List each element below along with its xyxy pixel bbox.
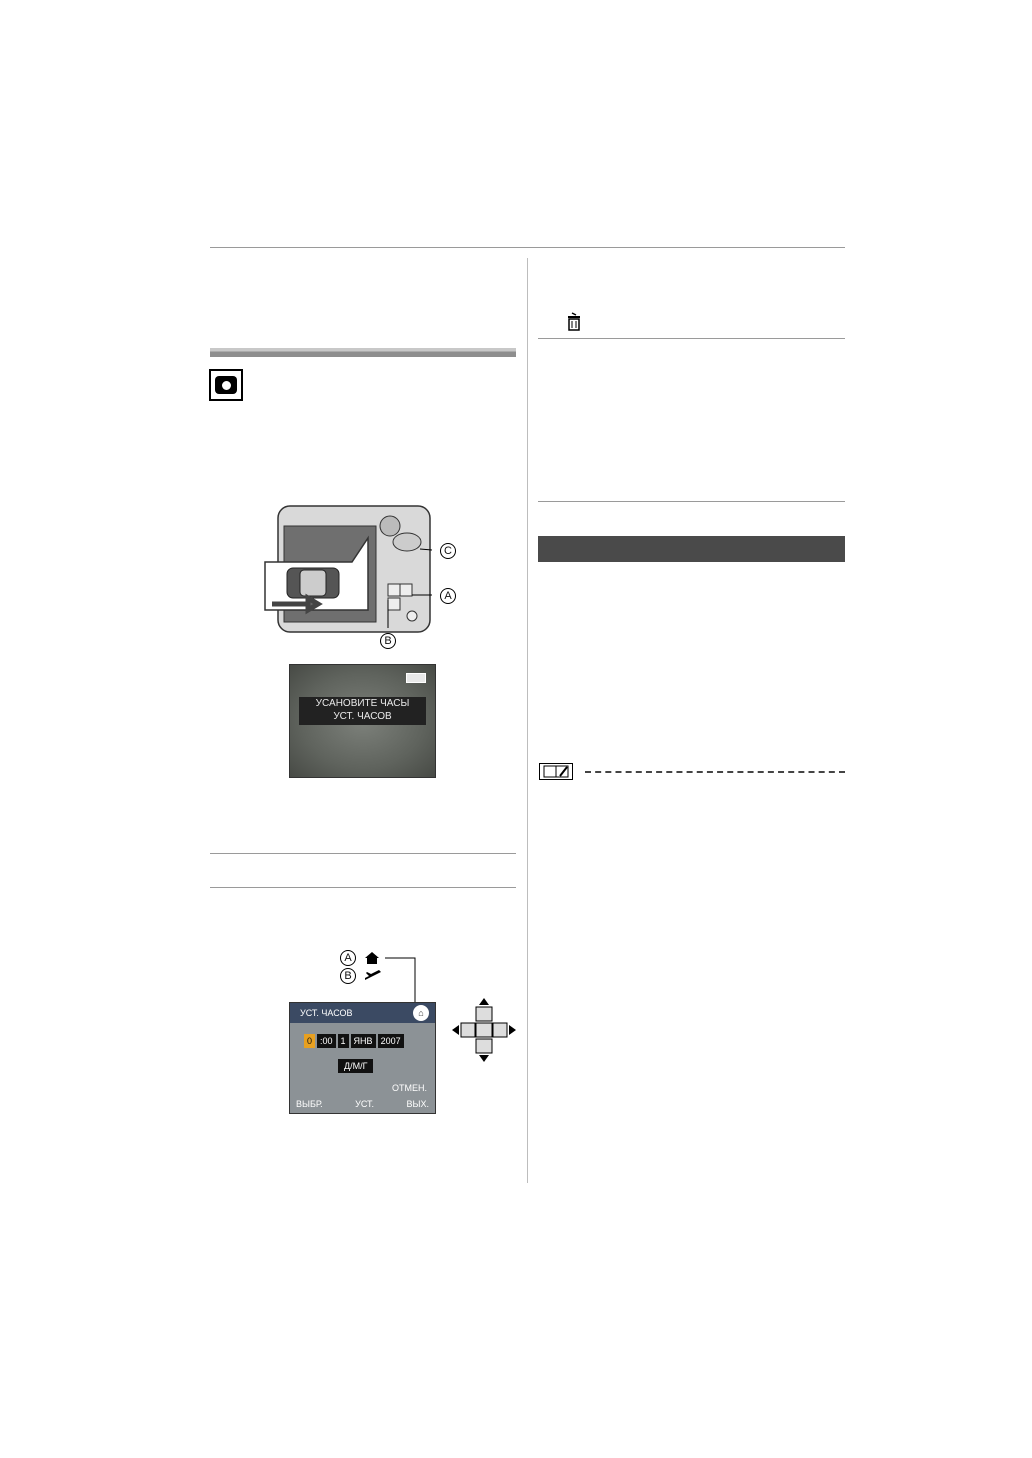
- battery-icon: [406, 673, 426, 683]
- exit-label: ВЫХ.: [406, 1099, 429, 1109]
- rule-left-2: [210, 887, 516, 888]
- camera-illustration: [264, 505, 433, 633]
- lcd-footer: ВЫБР. УСТ. ВЫХ.: [296, 1099, 429, 1109]
- clock-field-minute[interactable]: :00: [317, 1034, 336, 1048]
- header-rule: [210, 247, 845, 248]
- set-label: УСТ.: [355, 1099, 375, 1109]
- home-icon: ⌂: [413, 1005, 429, 1021]
- callout-b-travel: B: [340, 968, 356, 984]
- rule-right-1: [538, 338, 845, 339]
- airplane-icon: [365, 970, 381, 980]
- lcd-message: УСАНОВИТЕ ЧАСЫ УСТ. ЧАСОВ: [299, 697, 426, 725]
- clock-field-year[interactable]: 2007: [377, 1034, 404, 1048]
- camera-mode-icon: [209, 369, 243, 401]
- callout-c: C: [440, 543, 456, 559]
- lcd-title: УСТ. ЧАСОВ: [300, 1008, 353, 1018]
- lcd-clock-set-screen: УСТ. ЧАСОВ ⌂ 0 :00 1 ЯНВ 2007 Д/М/Г ОТМЕ…: [289, 1002, 436, 1114]
- clock-field-month[interactable]: ЯНВ: [350, 1034, 376, 1048]
- lcd-message-line1: УСАНОВИТЕ ЧАСЫ: [315, 698, 410, 709]
- home-icon: [365, 952, 379, 964]
- select-label: ВЫБР.: [296, 1099, 323, 1109]
- callout-leader: [385, 957, 416, 1004]
- note-dashed-rule: [585, 771, 845, 773]
- rule-right-2: [538, 501, 845, 502]
- column-divider: [527, 258, 528, 1183]
- clock-field-hour[interactable]: 0: [304, 1034, 316, 1048]
- section-header-dark: [538, 536, 845, 562]
- dpad-icon: [452, 998, 516, 1062]
- callout-b: B: [380, 633, 396, 649]
- callout-a-home: A: [340, 950, 356, 966]
- lcd-message-line2: УСТ. ЧАСОВ: [333, 711, 392, 722]
- date-format[interactable]: Д/М/Г: [338, 1059, 374, 1073]
- lcd-set-clock-prompt: УСАНОВИТЕ ЧАСЫ УСТ. ЧАСОВ: [289, 664, 436, 778]
- cancel-label: ОТМЕН.: [392, 1083, 427, 1093]
- callout-a: A: [440, 588, 456, 604]
- clock-fields: 0 :00 1 ЯНВ 2007: [304, 1034, 404, 1048]
- rule-left-1: [210, 853, 516, 854]
- trash-icon: [568, 312, 580, 331]
- note-icon: [539, 763, 573, 780]
- lcd-titlebar: [290, 1003, 435, 1023]
- clock-field-day[interactable]: 1: [337, 1034, 349, 1048]
- section-header-bar: [210, 348, 516, 357]
